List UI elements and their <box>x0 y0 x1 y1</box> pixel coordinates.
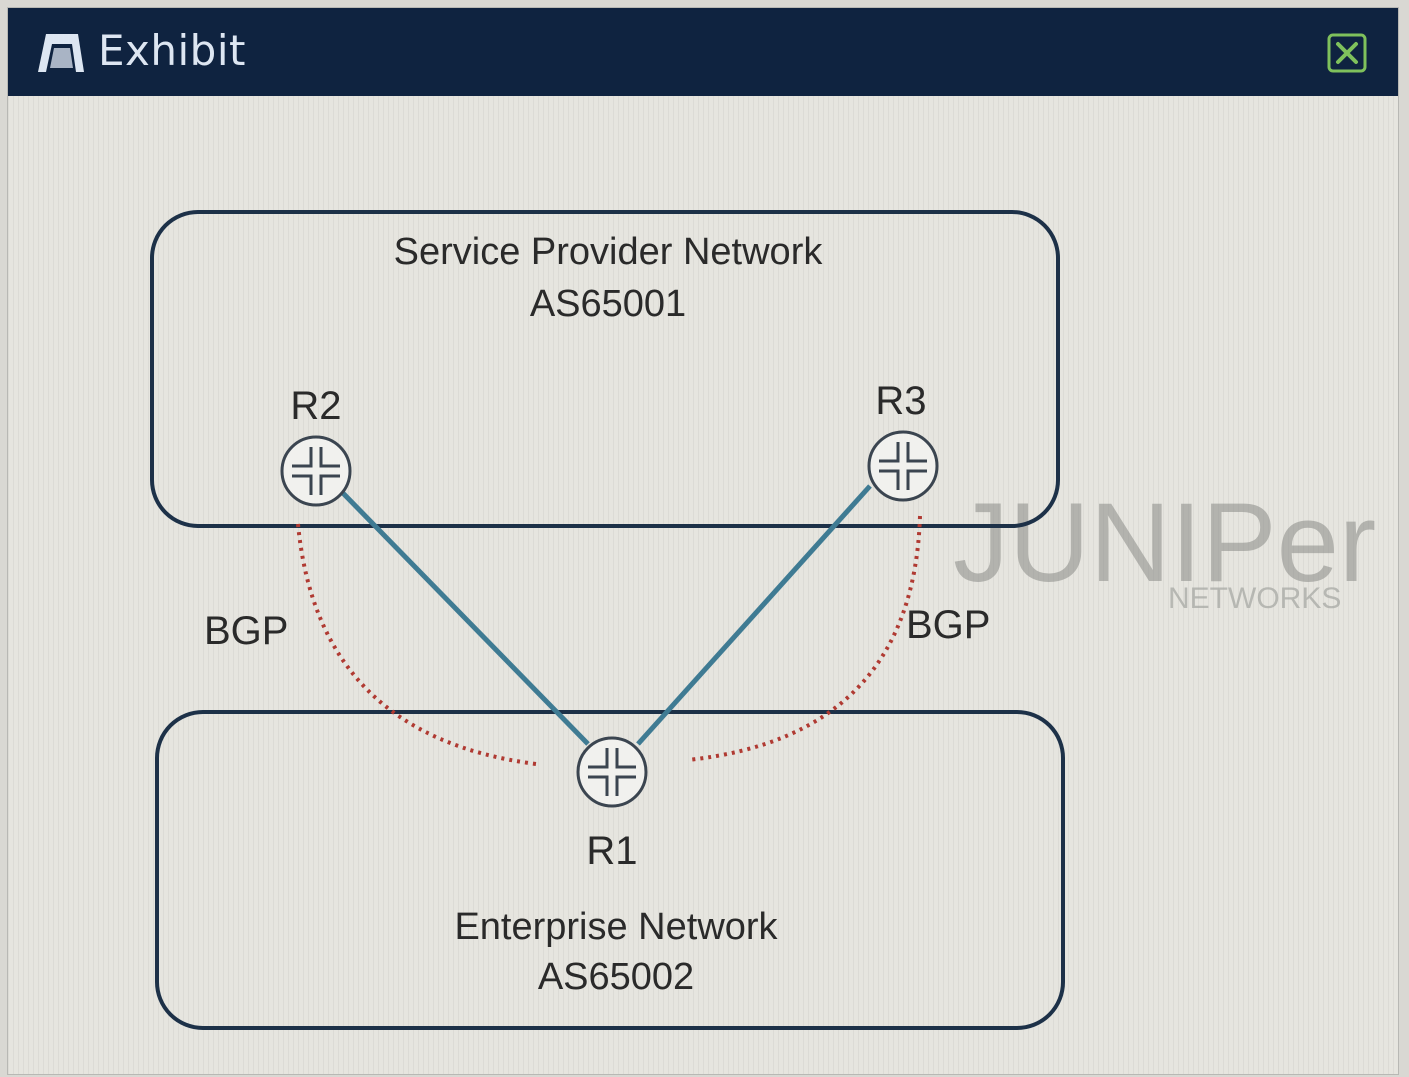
network-diagram: JUNIPer NETWORKS Service Provider Networ… <box>150 210 1376 1030</box>
bgp-label-left: BGP <box>204 609 288 653</box>
bgp-session-r3-r1 <box>687 515 922 762</box>
exhibit-icon <box>38 34 84 72</box>
title-bar: Exhibit <box>8 8 1398 96</box>
router-r2-label: R2 <box>290 384 341 428</box>
router-r3-label: R3 <box>875 379 926 423</box>
watermark-brand: JUNIPer <box>953 480 1376 605</box>
enterprise-box <box>155 710 1065 1030</box>
enterprise-name: Enterprise Network <box>454 906 778 948</box>
service-provider-as: AS65001 <box>530 283 686 325</box>
enterprise-as: AS65002 <box>538 956 694 998</box>
bgp-label-right: BGP <box>906 603 990 647</box>
service-provider-name: Service Provider Network <box>394 231 824 273</box>
exhibit-window: Exhibit JUNIPer NETWORKS Service Provide… <box>8 8 1398 1074</box>
router-r3[interactable] <box>867 430 939 502</box>
window-title: Exhibit <box>98 26 246 75</box>
diagram-canvas: JUNIPer NETWORKS Service Provider Networ… <box>8 96 1398 1074</box>
router-r2[interactable] <box>280 435 352 507</box>
watermark-sub: NETWORKS <box>1168 582 1341 615</box>
router-r1[interactable] <box>576 736 648 808</box>
bgp-session-r2-r1 <box>296 523 537 766</box>
router-r1-label: R1 <box>586 829 637 873</box>
link-r3-r1 <box>636 484 872 746</box>
service-provider-box <box>150 210 1060 528</box>
link-r2-r1 <box>336 486 590 746</box>
close-icon[interactable] <box>1326 32 1368 74</box>
